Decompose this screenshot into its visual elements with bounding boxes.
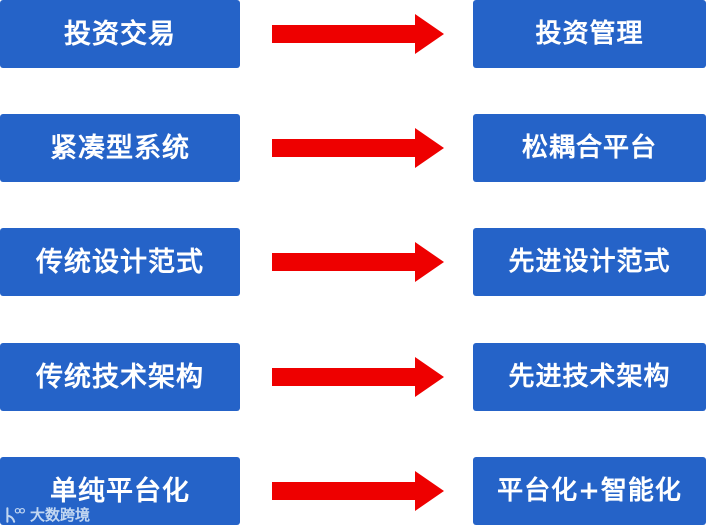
flow-target-label: 先进设计范式 — [508, 247, 671, 277]
flow-target-box[interactable]: 松耦合平台 — [473, 114, 706, 182]
right-arrow-icon — [272, 14, 444, 54]
flow-source-box[interactable]: 紧凑型系统 — [0, 114, 240, 182]
flow-row: 投资交易 投资管理 — [0, 0, 713, 68]
right-arrow-icon — [272, 471, 444, 511]
right-arrow-icon — [272, 128, 444, 168]
flow-target-label: 先进技术架构 — [508, 362, 671, 392]
right-arrow-icon — [272, 242, 444, 282]
flow-row: 传统技术架构 先进技术架构 — [0, 343, 713, 411]
flow-target-label: 松耦合平台 — [521, 133, 657, 163]
flow-source-label: 单纯平台化 — [50, 475, 190, 507]
flow-source-label: 传统设计范式 — [36, 246, 204, 278]
right-arrow-icon — [272, 357, 444, 397]
flow-target-box[interactable]: 投资管理 — [473, 0, 706, 68]
flow-source-label: 紧凑型系统 — [50, 132, 190, 164]
flow-source-label: 投资交易 — [64, 18, 176, 50]
flow-source-box[interactable]: 单纯平台化 — [0, 457, 240, 525]
flow-target-label: 投资管理 — [535, 19, 644, 49]
flow-row: 紧凑型系统 松耦合平台 — [0, 114, 713, 182]
flow-source-box[interactable]: 投资交易 — [0, 0, 240, 68]
flow-row: 单纯平台化 平台化+智能化 — [0, 457, 713, 525]
flow-target-box[interactable]: 先进设计范式 — [473, 228, 706, 296]
flow-target-box[interactable]: 先进技术架构 — [473, 343, 706, 411]
flow-source-box[interactable]: 传统设计范式 — [0, 228, 240, 296]
flow-row: 传统设计范式 先进设计范式 — [0, 228, 713, 296]
flow-source-box[interactable]: 传统技术架构 — [0, 343, 240, 411]
flow-target-box[interactable]: 平台化+智能化 — [473, 457, 706, 525]
flow-source-label: 传统技术架构 — [36, 361, 204, 393]
flow-target-label: 平台化+智能化 — [497, 476, 682, 506]
